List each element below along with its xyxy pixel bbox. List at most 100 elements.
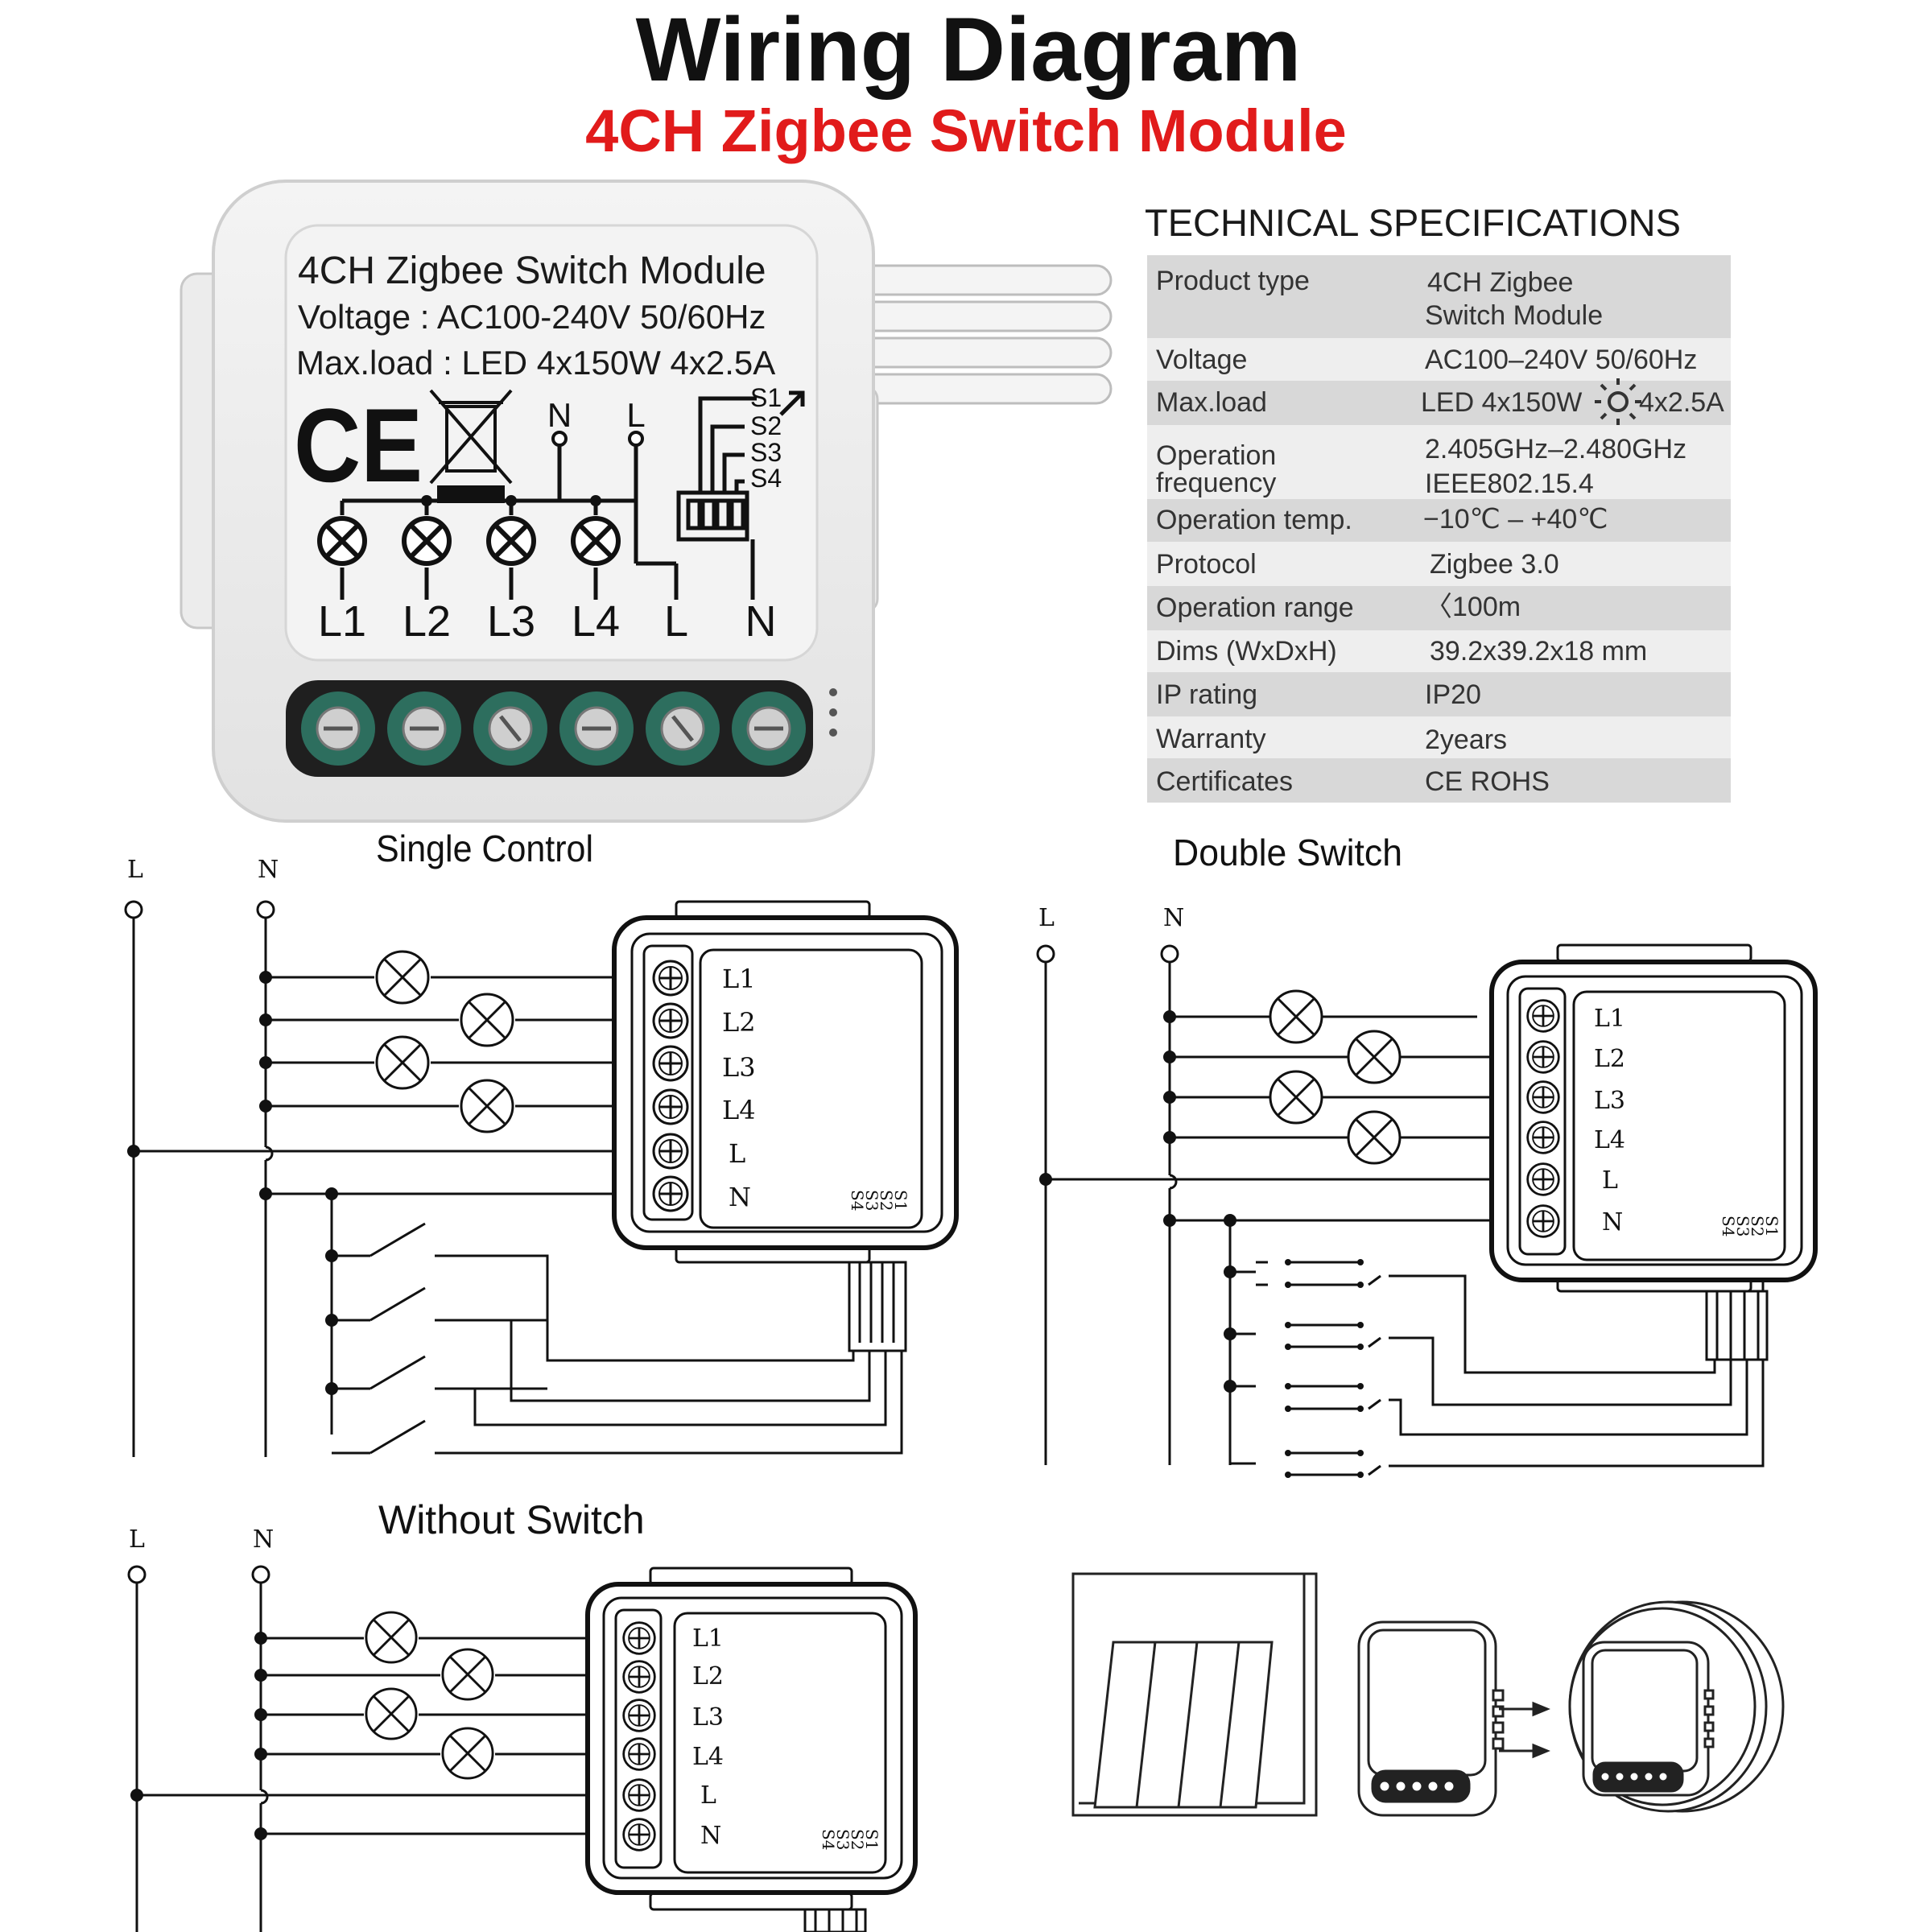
bulb-icon	[1595, 378, 1641, 425]
module-terminal-label: L3	[1594, 1087, 1625, 1115]
module-label-voltage: Voltage : AC100-240V 50/60Hz	[298, 298, 766, 336]
module-label-s4: S4	[750, 464, 782, 493]
label-lamp-icon	[320, 518, 365, 564]
switch-input-label: S2	[848, 1829, 867, 1850]
switch-input-label: S2	[1748, 1216, 1767, 1236]
spec-value: 4x2.5A	[1639, 387, 1724, 418]
switch-input-label: S3	[833, 1829, 852, 1850]
line-label: L	[1038, 904, 1055, 932]
module-terminal-label: N	[1602, 1208, 1623, 1236]
module-label-s3: S3	[750, 438, 782, 467]
module-label-name: 4CH Zigbee Switch Module	[298, 250, 766, 292]
spec-value: Zigbee 3.0	[1430, 549, 1559, 580]
weee-bin-icon	[429, 389, 513, 503]
spec-value: 〈100m	[1425, 592, 1521, 622]
spec-label: Operation	[1156, 440, 1276, 471]
installation-illustration	[1071, 1572, 1785, 1817]
label-lamp-icon	[489, 518, 534, 564]
spec-label: Max.load	[1156, 387, 1267, 418]
switch-input-label: S1	[1762, 1216, 1781, 1236]
spec-value: IP20	[1425, 679, 1481, 710]
switch-input-label: S4	[1719, 1216, 1738, 1236]
spec-label: Operation range	[1156, 592, 1354, 623]
wall-switch-panel	[1071, 1572, 1318, 1817]
lamp-icon	[1269, 989, 1323, 1044]
lamp-icon	[441, 1727, 494, 1780]
diagram-double-switch: Double Switch L N	[1036, 832, 1818, 1478]
module-terminal-label: L3	[692, 1703, 724, 1732]
spec-value: LED 4x150W	[1421, 387, 1582, 418]
diagram-without-switch: Without Switch L N	[127, 1497, 918, 1932]
module-label-s2: S2	[750, 411, 782, 440]
module-terminal-label: L3	[487, 597, 535, 646]
module-terminal-label: N	[700, 1822, 721, 1850]
spec-value: CE ROHS	[1425, 766, 1550, 797]
spec-value: −10℃ – +40℃	[1423, 504, 1608, 535]
switch-input-label: S1	[862, 1829, 881, 1850]
page-subtitle: 4CH Zigbee Switch Module	[585, 97, 1347, 164]
spec-value: 4CH Zigbee	[1427, 267, 1573, 298]
lamp-icon	[460, 993, 514, 1047]
module-terminal-label: L3	[722, 1052, 756, 1083]
module-terminal-label: N	[745, 597, 777, 646]
module-label-s1: S1	[750, 383, 782, 412]
module-label-schematic	[340, 390, 805, 600]
module-terminal-label: L2	[1594, 1045, 1625, 1073]
lamp-icon	[441, 1648, 494, 1701]
spec-label: Warranty	[1156, 724, 1266, 754]
switch-input-label: S3	[862, 1190, 881, 1211]
module-terminal-label: L1	[318, 597, 366, 646]
module-terminal-label: L	[700, 1781, 716, 1810]
ce-mark: CE	[294, 386, 423, 504]
spec-label: Voltage	[1156, 345, 1247, 375]
spec-label: Product type	[1156, 266, 1310, 296]
switch-input-label: S4	[819, 1829, 838, 1850]
module-terminal-label: L2	[722, 1007, 756, 1038]
page-title: Wiring Diagram	[636, 0, 1302, 100]
label-lamp-icon	[404, 518, 449, 564]
line-label: L	[127, 856, 143, 884]
spec-label: IP rating	[1156, 679, 1257, 710]
neutral-label: N	[258, 856, 279, 884]
lamp-icon	[375, 950, 430, 1005]
module-label-maxload: Max.load : LED 4x150W 4x2.5A	[296, 344, 775, 382]
module-photo: 4CH Zigbee Switch Module Voltage : AC100…	[180, 180, 1113, 823]
module-terminal-label: L4	[722, 1095, 756, 1125]
module-terminal-label: L1	[692, 1624, 724, 1653]
neutral-label: N	[253, 1525, 274, 1554]
module-terminal-label: L1	[722, 964, 756, 994]
lamp-icon	[1347, 1030, 1402, 1084]
module-terminal-label: L	[664, 597, 688, 646]
module-terminal-label: L2	[402, 597, 451, 646]
cable-bundle	[836, 264, 1113, 405]
module-terminal-label: L2	[692, 1662, 724, 1690]
line-label: L	[129, 1525, 145, 1554]
module-label-top-l: L	[626, 396, 645, 434]
lamp-icon	[365, 1687, 418, 1740]
spec-label: Dims (WxDxH)	[1156, 636, 1337, 667]
module-terminal-label: N	[729, 1182, 751, 1212]
diagram-title-without: Without Switch	[378, 1497, 645, 1542]
lamp-icon	[375, 1035, 430, 1090]
label-lamp-icon	[573, 518, 618, 564]
spec-label: Protocol	[1156, 549, 1257, 580]
lamp-icon	[1347, 1110, 1402, 1165]
spec-value: AC100–240V 50/60Hz	[1425, 345, 1697, 375]
spec-value: IEEE802.15.4	[1425, 469, 1594, 499]
switch-input-label: S3	[1733, 1216, 1752, 1236]
spec-heading: TECHNICAL SPECIFICATIONS	[1145, 201, 1681, 244]
diagram-title-double: Double Switch	[1173, 832, 1402, 873]
lamp-icon	[1269, 1070, 1323, 1125]
terminal-screws	[301, 691, 806, 766]
module-label-top-n: N	[547, 396, 572, 434]
diagram-title-single: Single Control	[376, 828, 593, 869]
spec-label: frequency	[1156, 468, 1276, 498]
spec-value: 39.2x39.2x18 mm	[1430, 636, 1647, 667]
lamp-icon	[365, 1611, 418, 1664]
module-terminal-label: L4	[692, 1743, 724, 1771]
spec-value: Switch Module	[1425, 300, 1603, 331]
spec-value: 2.405GHz–2.480GHz	[1425, 434, 1686, 464]
module-terminal-label: L4	[1594, 1126, 1625, 1154]
diagram-single-control: Single Control L N	[124, 828, 959, 1457]
